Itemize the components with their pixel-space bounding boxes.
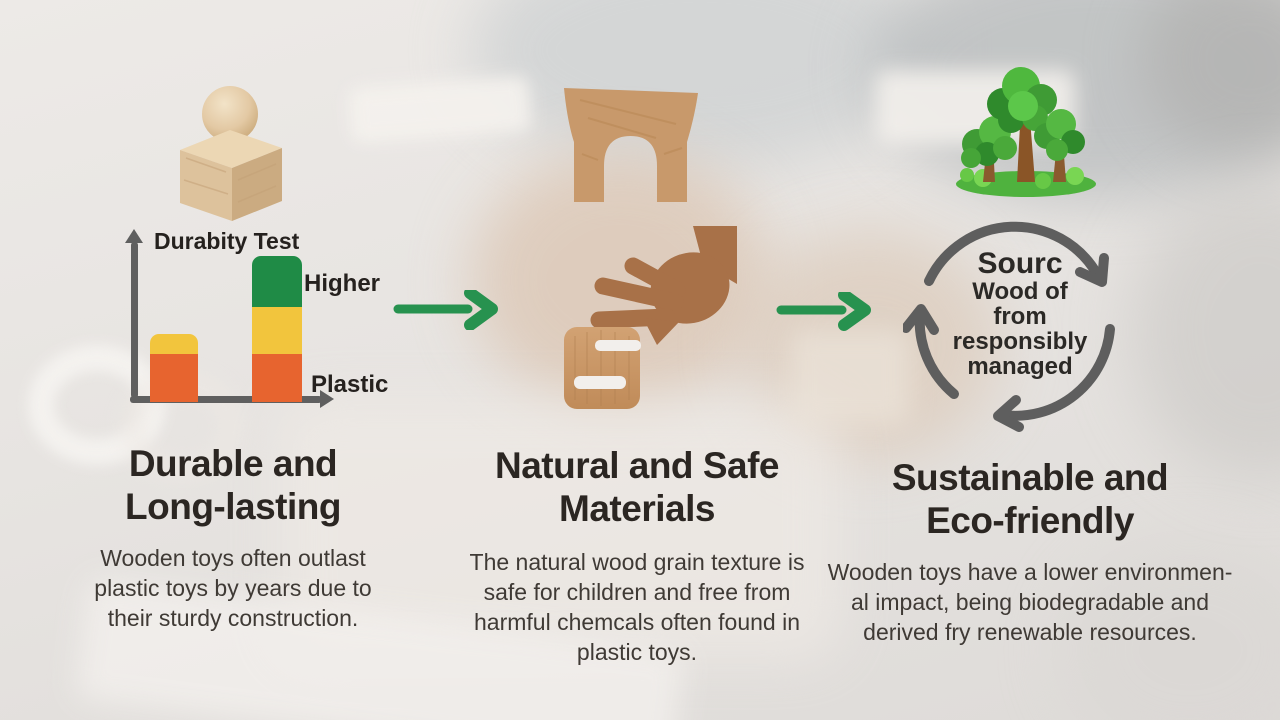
body-line: their sturdy construction. <box>107 605 359 631</box>
chart-title: Durabity Test <box>154 228 300 254</box>
heading-line: Durable and <box>128 443 338 484</box>
y-axis-arrow-icon <box>125 229 143 243</box>
wooden-arch-icon <box>564 88 698 202</box>
chart-label-higher: Higher <box>304 270 381 297</box>
body-line: safe for children and free from <box>483 579 791 605</box>
heading-line: Sustainable and <box>891 457 1169 498</box>
column-body-natural: The natural wood grain texture is safe f… <box>437 547 837 667</box>
cycle-caption-line: Wood of <box>972 278 1068 305</box>
cycle-caption-line: responsibly <box>952 328 1088 355</box>
bg-wooden-block-blur-1 <box>348 75 532 144</box>
bg-right-shadow <box>1130 180 1280 480</box>
bar-segment <box>150 354 198 402</box>
bg-corner-shadow <box>1140 0 1280 160</box>
heading-line: Eco-friendly <box>926 500 1134 541</box>
body-line: derived fry renewable resources. <box>863 619 1197 645</box>
cycle-caption-line: managed <box>967 353 1073 380</box>
body-line: harmful chemcals often found in <box>473 609 800 635</box>
wooden-cube-with-ball-icon <box>180 86 282 221</box>
column-body-durable: Wooden toys often outlast plastic toys b… <box>53 543 413 633</box>
forest-trees-icon <box>956 67 1096 197</box>
body-line: The natural wood grain texture is <box>469 549 805 575</box>
heading-line: Natural and Safe <box>495 445 779 486</box>
column-heading-natural: Natural and Safe Materials <box>457 444 817 530</box>
heading-line: Long-lasting <box>125 486 341 527</box>
body-line: Wooden toys have a lower environmen- <box>827 559 1233 585</box>
x-axis-arrow-icon <box>320 390 334 408</box>
bg-small-blocks-blur <box>790 330 910 425</box>
wooden-six-block-icon <box>564 327 641 409</box>
body-line: plastic toys. <box>576 639 698 665</box>
reaching-hand-icon <box>590 226 737 345</box>
cycle-caption: Sourc Wood of from responsibly managed <box>917 247 1123 380</box>
column-heading-durable: Durable and Long-lasting <box>53 442 413 528</box>
column-body-sustainable: Wooden toys have a lower environmen- al … <box>805 557 1255 647</box>
bar-plastic-toy <box>150 334 198 402</box>
bar-segment <box>252 354 302 402</box>
flow-arrow-icon <box>776 292 871 331</box>
recycle-cycle-arrows-icon <box>903 221 1115 432</box>
y-axis <box>131 242 138 398</box>
durability-bar-chart: Durabity Test Higher Plastic <box>118 226 408 418</box>
column-heading-sustainable: Sustainable and Eco-friendly <box>850 456 1210 542</box>
cycle-caption-line: from <box>993 303 1047 330</box>
heading-line: Materials <box>559 488 715 529</box>
bar-segment <box>150 334 198 354</box>
body-line: Wooden toys often outlast <box>100 545 366 571</box>
chart-label-plastic: Plastic <box>311 371 389 398</box>
flow-arrow-icon <box>393 290 498 330</box>
body-line: plastic toys by years due to <box>94 575 372 601</box>
cycle-caption-line: Sourc <box>977 247 1063 280</box>
x-axis <box>130 396 322 403</box>
bar-segment <box>252 307 302 354</box>
bar-wooden-toy <box>252 256 302 402</box>
bar-segment <box>252 256 302 307</box>
body-line: al impact, being biodegradable and <box>850 589 1210 615</box>
